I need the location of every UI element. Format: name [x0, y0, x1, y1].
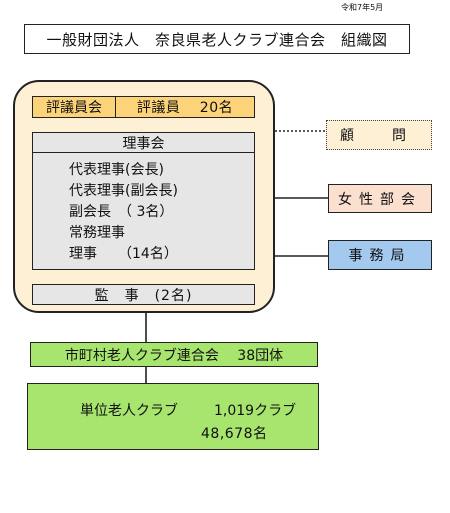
unit-clubs-members: 48,678名: [201, 426, 268, 442]
council-box: 評議員会 評議員 20名: [32, 96, 255, 118]
auditor-box: 監 事 (2名): [32, 284, 255, 305]
board-member: 代表理事(会長): [69, 162, 164, 178]
board-members: 代表理事(会長) 代表理事(副会長) 副会長 （ 3名） 常務理事 理事 （14…: [32, 153, 255, 270]
page-title: 一般財団法人 奈良県老人クラブ連合会 組織図: [24, 24, 410, 54]
board-member: 常務理事: [69, 225, 125, 241]
board-member: 理事 （14名）: [69, 246, 178, 262]
womens-division-box: 女性部会: [328, 184, 432, 213]
unit-clubs-count: 1,019クラブ: [214, 403, 297, 419]
advisor-box: 顧 問: [326, 120, 432, 150]
board-header: 理事会: [32, 132, 255, 153]
board-member: 副会長 （ 3名）: [69, 204, 174, 220]
unit-clubs-name: 単位老人クラブ: [80, 403, 178, 419]
municipal-federation-box: 市町村老人クラブ連合会 38団体: [30, 342, 318, 367]
unit-clubs-box: 単位老人クラブ 1,019クラブ 48,678名: [27, 383, 319, 450]
council-members: 評議員 20名: [136, 100, 234, 116]
secretariat-box: 事務局: [328, 240, 432, 270]
board-member: 代表理事(副会長): [69, 183, 178, 199]
council-name: 評議員会: [33, 97, 116, 117]
date-label: 令和7年5月: [341, 3, 384, 12]
